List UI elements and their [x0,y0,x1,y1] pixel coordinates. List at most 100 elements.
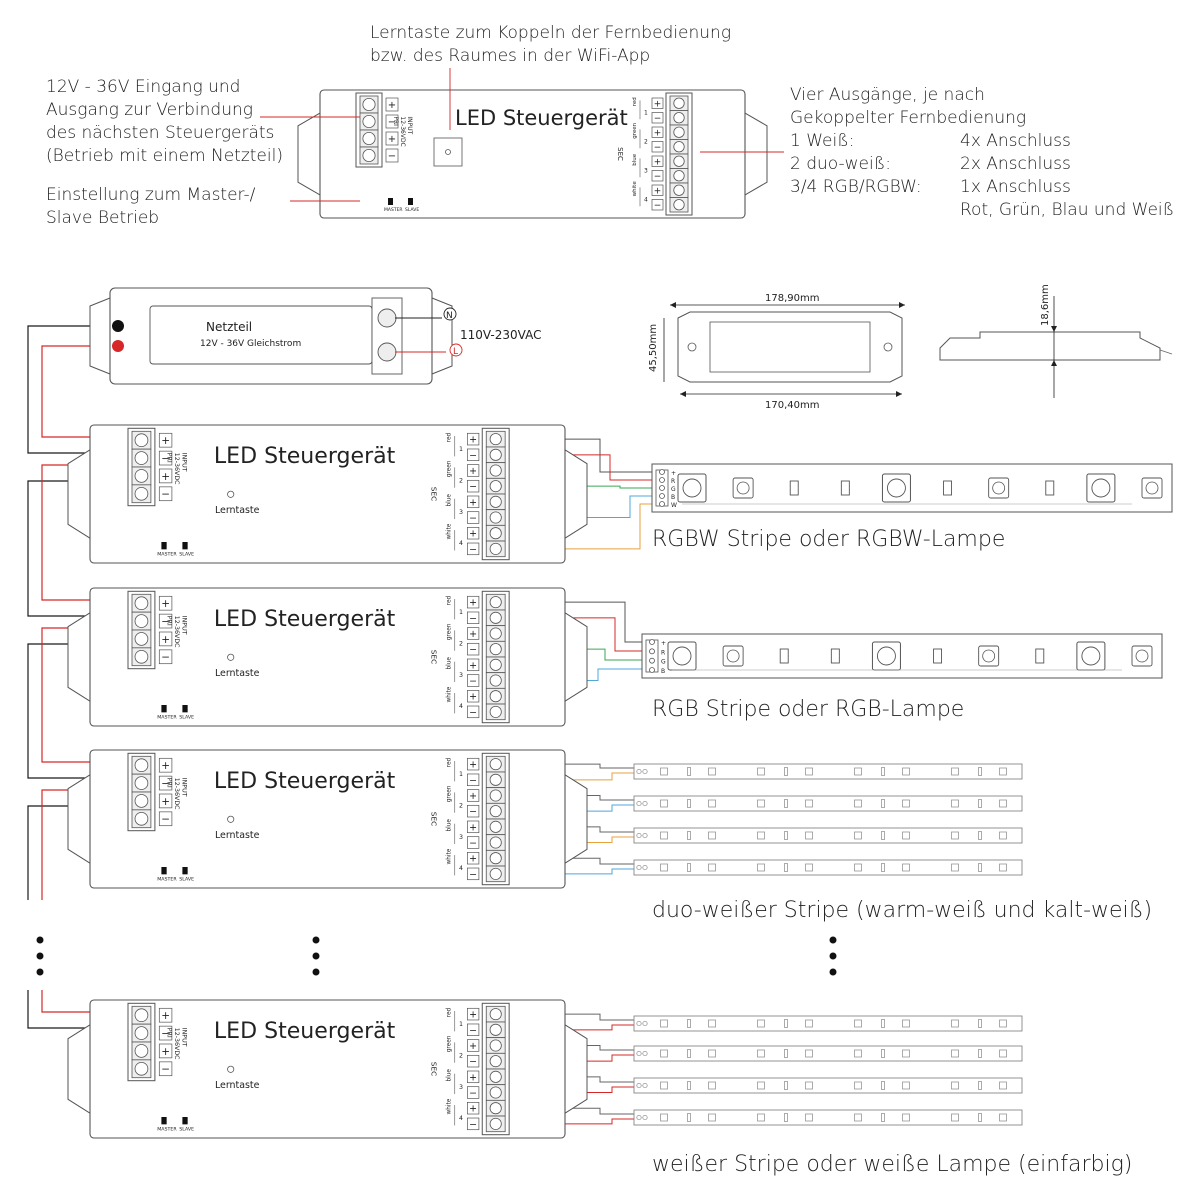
dim-length-inner: 170,40mm [765,400,819,411]
minus-sign: − [161,453,170,465]
led-chip-icon [854,799,862,808]
output-polarity-box [467,1007,480,1021]
input-voltage-label: 12-36VDC [173,778,180,810]
learn-button-icon [227,653,235,661]
resistor-icon [784,767,788,776]
led-chip-icon [951,767,959,776]
input-output-line-3: des nächsten Steuergeräts [46,123,275,143]
led-lens-icon [1091,478,1111,498]
channel-color-label: white [447,1098,453,1114]
stripe-pad-icon [642,832,648,839]
polarity-box [158,793,173,809]
output-polarity-sign: + [469,1104,477,1115]
led-chip-icon [854,831,862,840]
input-pri-label: PRI [166,453,173,463]
led-chip-icon [805,1019,813,1028]
continuation-dot [36,968,44,976]
led-lens-icon [1081,646,1101,666]
output-polarity-sign: − [469,1119,477,1130]
channel-color-label: red [632,97,638,106]
output-polarity-sign: + [469,1072,477,1083]
stripe-pad-label: G [671,486,676,493]
output-polarity-box [467,773,480,787]
channel-color-label: green [447,460,453,477]
slave-label: SLAVE [179,877,194,883]
output-polarity-sign: − [469,676,477,687]
stripe-pad-icon [642,864,648,871]
input-voltage-label: 12-36VDC [173,1028,180,1060]
channel-label-group: red [447,1008,453,1018]
output-polarity-box [467,542,480,556]
led-chip-icon [902,863,910,872]
rgbw-stripe-title: RGBW Stripe oder RGBW-Lampe [652,527,1006,552]
led-chip-icon [660,831,668,840]
led-chip-icon [757,863,765,872]
input-label: INPUT [180,778,187,797]
output-polarity-sign: − [469,838,477,849]
output-polarity-sign: + [469,435,477,446]
led-chip-icon [854,767,862,776]
learn-key-annotation: Lerntaste zum Koppeln der Fernbedienung … [370,22,731,68]
led-chip-icon [708,831,716,840]
led-chip-icon [902,767,910,776]
output-polarity-sign: − [469,1088,477,1099]
output-polarity-box [467,526,480,540]
stripe-pad-icon [649,667,655,673]
left-mount-tab [67,774,91,864]
resistor-icon [978,863,982,872]
terminal-screw-icon [673,155,685,167]
stripe-pad-icon [659,477,665,483]
duo-stripe-2 [633,795,1023,812]
led-lens-icon [982,649,996,663]
led-chip-icon [951,1081,959,1090]
channel-color-label: red [447,433,453,443]
channel-label-group: red [447,758,453,768]
sec-label: SEC [430,1062,439,1076]
mount-hole-icon [687,342,697,352]
led-lens-icon [726,649,740,663]
channel-label-group: red [632,97,638,106]
master-switch-icon [161,867,167,875]
resistor-icon [779,648,789,664]
psu-ac-screw-icon [377,342,397,362]
polarity-box [158,468,173,484]
right-mount-tab [564,449,588,539]
polarity-box [158,811,173,827]
channel-label-group: green [447,460,453,477]
stripe-pad-icon [636,1020,642,1027]
master-slave-annotation: Einstellung zum Master-/ Slave Betrieb [46,184,255,230]
led-lens-icon [736,481,750,495]
learn-key-label: Lerntaste [215,668,260,679]
led-chip-icon [902,1113,910,1122]
channel-label-group: green [447,1035,453,1052]
output-polarity-box [651,97,664,109]
stripe-pad-icon [649,648,655,655]
channel-color-label: white [447,523,453,539]
channel-color-label: red [447,1008,453,1018]
sec-label-group: SEC [430,487,439,501]
led-chip-icon [854,1049,862,1058]
neutral-label: N [446,311,453,321]
terminal-screw-icon [489,758,502,771]
stripe-body [633,1045,1023,1062]
output-polarity-sign: − [469,513,477,524]
channel-number: 1 [459,1021,463,1028]
stripe-body [633,1109,1023,1126]
output-polarity-box [467,432,480,446]
channel-number: 4 [644,197,648,204]
channel-color-label: green [447,623,453,640]
led-chip-icon [757,767,765,776]
resistor-icon [881,1019,885,1028]
slave-label: SLAVE [179,1127,194,1133]
polarity-box [158,432,173,448]
terminal-screw-icon [489,542,502,555]
output-polarity-box [467,479,480,493]
terminal-screw-icon [489,852,502,865]
led-chip-icon [854,863,862,872]
terminal-screw-icon [489,789,502,802]
